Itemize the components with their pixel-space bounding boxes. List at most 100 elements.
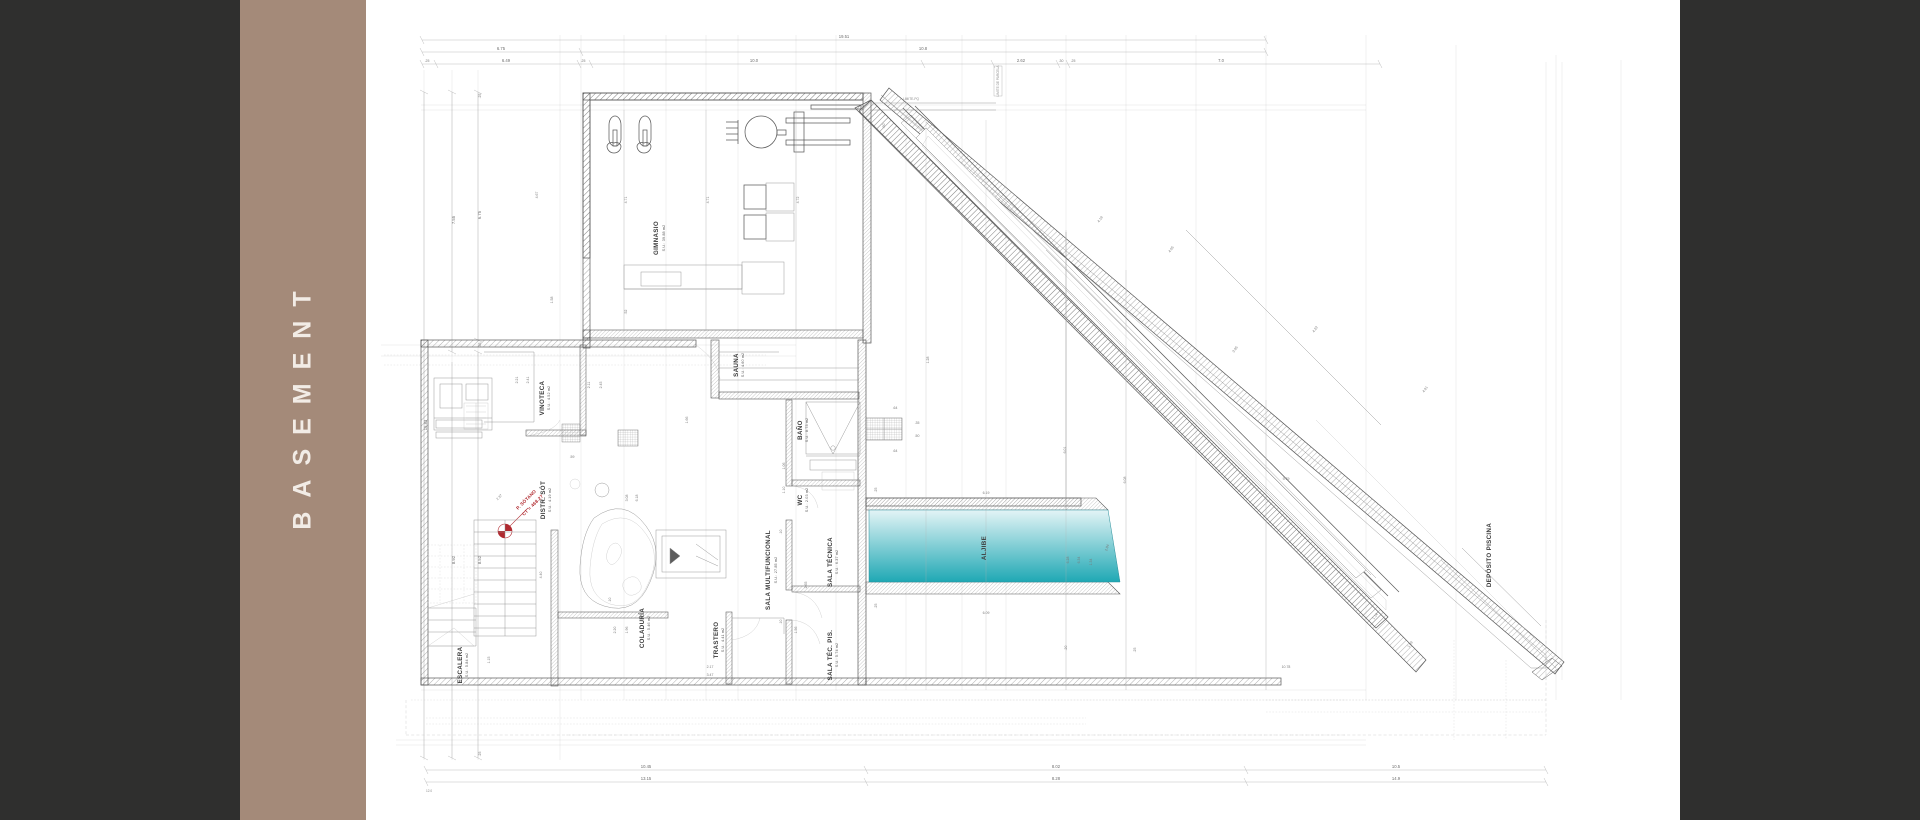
svg-text:4.22: 4.22 xyxy=(1312,325,1319,333)
svg-text:2.84: 2.84 xyxy=(1104,544,1110,552)
furniture-round-table xyxy=(594,482,610,498)
note-limite-parcela: LIMITE DE PARCELA LIMITE-PQ .50 xyxy=(871,65,1003,129)
svg-text:3.08: 3.08 xyxy=(625,495,629,502)
svg-text:10.5: 10.5 xyxy=(1392,764,1401,769)
room-area-distr-sot: S.U.: 4.19 m2 xyxy=(548,488,552,513)
svg-text:.35: .35 xyxy=(915,421,920,425)
svg-text:8.92: 8.92 xyxy=(451,555,456,564)
room-label-bano: BAÑO xyxy=(797,420,804,440)
svg-text:.50: .50 xyxy=(882,124,886,129)
svg-text:13.15: 13.15 xyxy=(641,776,652,781)
room-area-trastero: S.U.: 4.41 m2 xyxy=(721,628,725,653)
svg-text:1.66: 1.66 xyxy=(685,417,689,424)
deposito-piscina-zone: DEPÓSITO PISCINA xyxy=(1315,419,1557,669)
gym-equipment-multistation xyxy=(726,104,862,153)
pool-water xyxy=(868,509,1121,583)
svg-text:1.28: 1.28 xyxy=(926,357,930,364)
svg-text:4.72: 4.72 xyxy=(796,197,800,204)
room-label-sala-multifuncional: SALA MULTIFUNCIONAL xyxy=(765,530,772,610)
room-area-coladuria: S.U.: 5.46 m2 xyxy=(647,616,651,641)
gym-equipment-benches xyxy=(743,182,795,242)
room-area-escalera: S.U.: 5.84 m2 xyxy=(465,653,469,678)
svg-text:4.71: 4.71 xyxy=(624,197,628,204)
svg-text:.64: .64 xyxy=(893,449,898,453)
svg-text:2.65: 2.65 xyxy=(804,582,808,589)
svg-text:.25: .25 xyxy=(1071,59,1076,63)
svg-text:.25: .25 xyxy=(874,488,878,493)
svg-text:8.28: 8.28 xyxy=(1052,776,1061,781)
svg-text:10.8: 10.8 xyxy=(919,46,928,51)
svg-text:2.45: 2.45 xyxy=(599,382,603,389)
svg-text:6.75: 6.75 xyxy=(497,46,506,51)
svg-text:1.09: 1.09 xyxy=(1407,640,1414,648)
room-area-vinoteca: S.U.: 4.52 m2 xyxy=(547,386,551,411)
svg-text:19.51: 19.51 xyxy=(839,34,850,39)
equipment-duct-block: .35 .50 .64 .64 xyxy=(617,406,920,453)
svg-text:.25: .25 xyxy=(425,59,430,63)
room-label-vinoteca: VINOTECA xyxy=(539,380,546,415)
room-label-sauna: SAUNA xyxy=(733,353,740,377)
svg-text:.25: .25 xyxy=(478,752,482,757)
room-label-coladuria: COLADURÍA xyxy=(638,608,646,648)
svg-text:9.79: 9.79 xyxy=(1283,477,1290,481)
svg-text:4.40: 4.40 xyxy=(539,572,543,579)
construction-lines xyxy=(381,35,1622,760)
room-trastero: TRASTERO S.U.: 4.41 m2 2.17 3.47 xyxy=(707,611,785,685)
svg-text:1.96: 1.96 xyxy=(625,627,629,634)
svg-text:.10: .10 xyxy=(608,598,612,603)
svg-text:1.15: 1.15 xyxy=(487,657,491,664)
rooms-service-column: BAÑO S.U.: 8.73 m2 WC S.U.: 2.03 m2 SALA… xyxy=(779,399,861,685)
svg-text:3.47: 3.47 xyxy=(707,673,714,677)
floor-plan-canvas: 19.51 6.75 10.8 .25 6.49 .25 10.0 2.62 .… xyxy=(366,0,1680,820)
svg-text:1.56: 1.56 xyxy=(794,627,798,634)
room-label-trastero: TRASTERO xyxy=(713,622,720,659)
room-label-sala-tecnica: SALA TÉCNICA xyxy=(826,537,834,587)
svg-text:.59: .59 xyxy=(570,455,575,459)
room-sala-multifuncional: SALA MULTIFUNCIONAL S.U.: 27.85 m2 3.08 … xyxy=(569,478,808,610)
room-escalera: ESCALERA S.U.: 5.84 m2 4.40 1.15 xyxy=(427,519,543,683)
svg-text:2.17: 2.17 xyxy=(707,665,714,669)
svg-text:.10: .10 xyxy=(779,620,783,625)
gym-counter xyxy=(623,261,785,295)
svg-text:4.71: 4.71 xyxy=(706,197,710,204)
svg-text:.25: .25 xyxy=(581,59,586,63)
right-extensions xyxy=(1545,62,1563,680)
room-label-aljibe: ALJIBE xyxy=(981,536,988,560)
svg-text:.52: .52 xyxy=(624,310,628,315)
left-dark-band xyxy=(0,0,240,820)
gym-equipment-cable-machines xyxy=(606,115,652,154)
svg-text:1.58: 1.58 xyxy=(550,297,554,304)
svg-text:6.28: 6.28 xyxy=(1066,557,1070,564)
svg-text:2.37: 2.37 xyxy=(495,493,503,501)
room-label-escalera: ESCALERA xyxy=(457,646,464,683)
svg-text:1.06: 1.06 xyxy=(782,463,786,470)
room-area-gimnasio: S.U.: 39.88 m2 xyxy=(662,225,666,252)
room-label-wc: WC xyxy=(797,494,804,505)
dimension-chain-top: 19.51 6.75 10.8 .25 6.49 .25 10.0 2.62 .… xyxy=(419,34,1383,69)
svg-text:3.95: 3.95 xyxy=(1232,345,1239,353)
svg-text:2.11: 2.11 xyxy=(587,382,591,389)
room-sauna: SAUNA S.U.: 4.60 m2 1.66 xyxy=(685,339,860,424)
room-vinoteca: VINOTECA S.U.: 4.52 m2 2.21 2.41 2.11 2.… xyxy=(484,344,603,459)
room-area-wc: S.U.: 2.03 m2 xyxy=(805,488,809,513)
svg-text:7.0: 7.0 xyxy=(1218,58,1224,63)
svg-text:2.41: 2.41 xyxy=(526,377,530,384)
svg-text:.64: .64 xyxy=(893,406,898,410)
svg-text:4.05: 4.05 xyxy=(1168,245,1175,253)
svg-text:.25: .25 xyxy=(478,94,482,99)
furniture-kidney-sofa xyxy=(579,508,657,609)
svg-text:10.45: 10.45 xyxy=(641,764,652,769)
svg-text:.50: .50 xyxy=(915,434,920,438)
svg-text:10.0: 10.0 xyxy=(750,58,759,63)
svg-text:1.34: 1.34 xyxy=(1089,559,1093,566)
svg-text:2.62: 2.62 xyxy=(1017,58,1026,63)
svg-text:7.55: 7.55 xyxy=(451,215,456,224)
svg-text:6.18: 6.18 xyxy=(635,495,639,502)
svg-text:4.67: 4.67 xyxy=(535,192,539,199)
lower-right-extensions xyxy=(1266,640,1546,740)
room-area-sala-tec-pis: S.U.: 5.74 m2 xyxy=(835,643,839,668)
svg-text:6.01: 6.01 xyxy=(1063,447,1067,454)
right-dark-band xyxy=(1680,0,1920,820)
svg-text:LIMITE-PQ: LIMITE-PQ xyxy=(903,97,919,101)
